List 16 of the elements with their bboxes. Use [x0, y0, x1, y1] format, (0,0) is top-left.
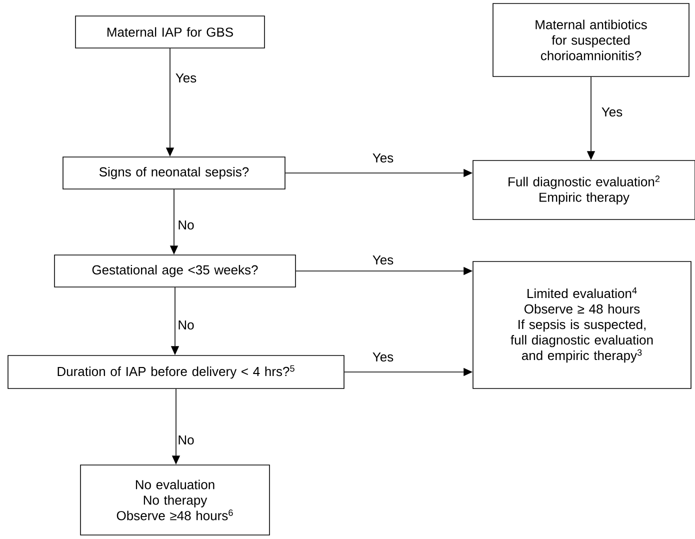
edge-label: Yes — [371, 254, 395, 266]
edge-label: Yes — [174, 72, 198, 84]
edge-label: No — [176, 319, 196, 331]
process-box: Signs of neonatal sepsis? — [62, 156, 286, 190]
edge-label: Yes — [600, 106, 624, 118]
process-box: Limited evaluation$^{4}$ Observe ≥ 48 hours If sepsis is suspected, full diagnostic evaluation and empiric therapy$^{3}$ — [472, 261, 692, 389]
process-box: Full diagnostic evaluation$^{2}$ Empiric therapy — [472, 160, 695, 220]
edge-label: Yes — [371, 152, 395, 164]
edge-label: Yes — [371, 351, 395, 363]
process-box: Gestational age <35 weeks? — [54, 254, 296, 288]
process-box: Maternal antibiotics for suspected chorioamnionitis? — [492, 3, 690, 77]
process-box: Duration of IAP before delivery < 4 hrs?$^{5}$ — [8, 355, 344, 389]
process-box: Maternal IAP for GBS — [75, 16, 265, 48]
process-box: No evaluation No therapy Observe ≥48 hours$^{6}$ — [80, 464, 270, 536]
edge-label: No — [176, 434, 196, 446]
edge-label: No — [176, 219, 196, 231]
